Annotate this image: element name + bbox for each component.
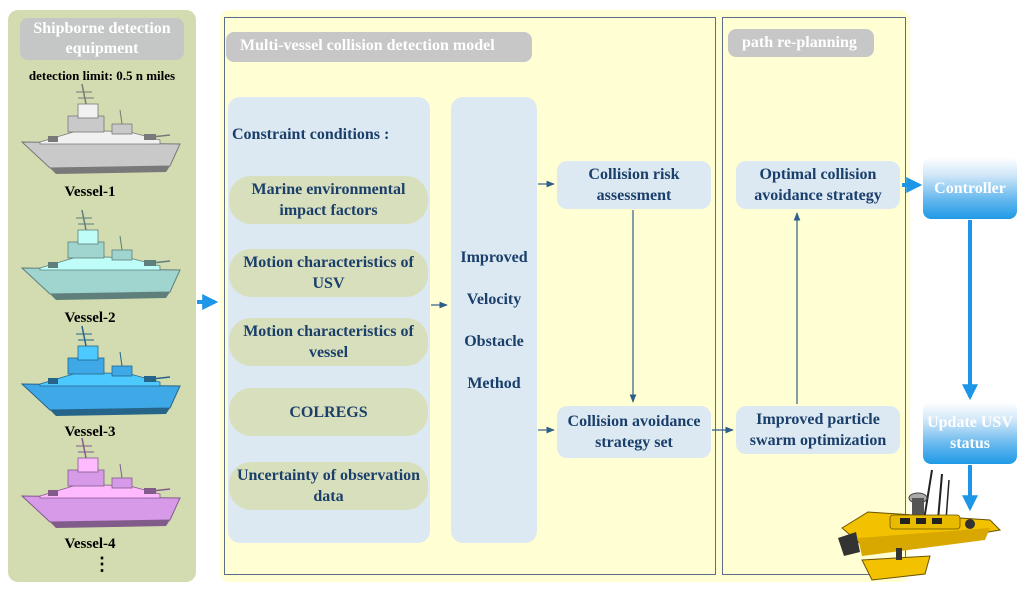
detection-limit-label: detection limit: 0.5 n miles (28, 68, 176, 83)
optimal-strategy-box: Optimal collision avoidance strategy (736, 161, 900, 209)
method-word-2: Velocity (466, 291, 522, 308)
method-word-4: Method (467, 375, 521, 392)
detection-equipment-title: Shipborne detection equipment (20, 18, 184, 60)
vessel-3-label: Vessel-3 (64, 424, 116, 440)
more-vessels-icon: ⋮ (93, 554, 111, 574)
strategy-set-box: Collision avoidance strategy set (557, 406, 711, 458)
constraint-vessel-motion: Motion characteristics of vessel (229, 318, 428, 366)
constraint-environmental: Marine environmental impact factors (229, 176, 428, 224)
method-column (451, 97, 537, 543)
vessel-4-icon (20, 437, 181, 528)
constraint-title: Constraint conditions : (232, 126, 390, 143)
method-word-3: Obstacle (464, 333, 524, 350)
vessel-1-icon (20, 83, 181, 174)
collision-model-title: Multi-vessel collision detection model (226, 32, 532, 62)
replanning-title: path re-planning (728, 29, 874, 57)
usv-icon (838, 469, 1002, 581)
vessel-4-label: Vessel-4 (64, 536, 116, 552)
collision-model-frame (224, 17, 716, 575)
pso-box: Improved particle swarm optimization (736, 406, 900, 454)
update-usv-box: Update USV status (923, 402, 1017, 464)
constraint-colregs: COLREGS (229, 388, 428, 436)
collision-risk-box: Collision risk assessment (557, 161, 711, 209)
vessel-1-label: Vessel-1 (64, 184, 116, 200)
vessel-2-label: Vessel-2 (64, 310, 116, 326)
constraint-uncertainty: Uncertainty of observation data (229, 462, 428, 510)
constraint-usv-motion: Motion characteristics of USV (229, 249, 428, 297)
vessel-2-icon (20, 209, 181, 300)
controller-box: Controller (923, 157, 1017, 219)
vessel-3-icon (20, 325, 181, 416)
method-word-1: Improved (460, 249, 528, 266)
replanning-frame (722, 17, 906, 575)
